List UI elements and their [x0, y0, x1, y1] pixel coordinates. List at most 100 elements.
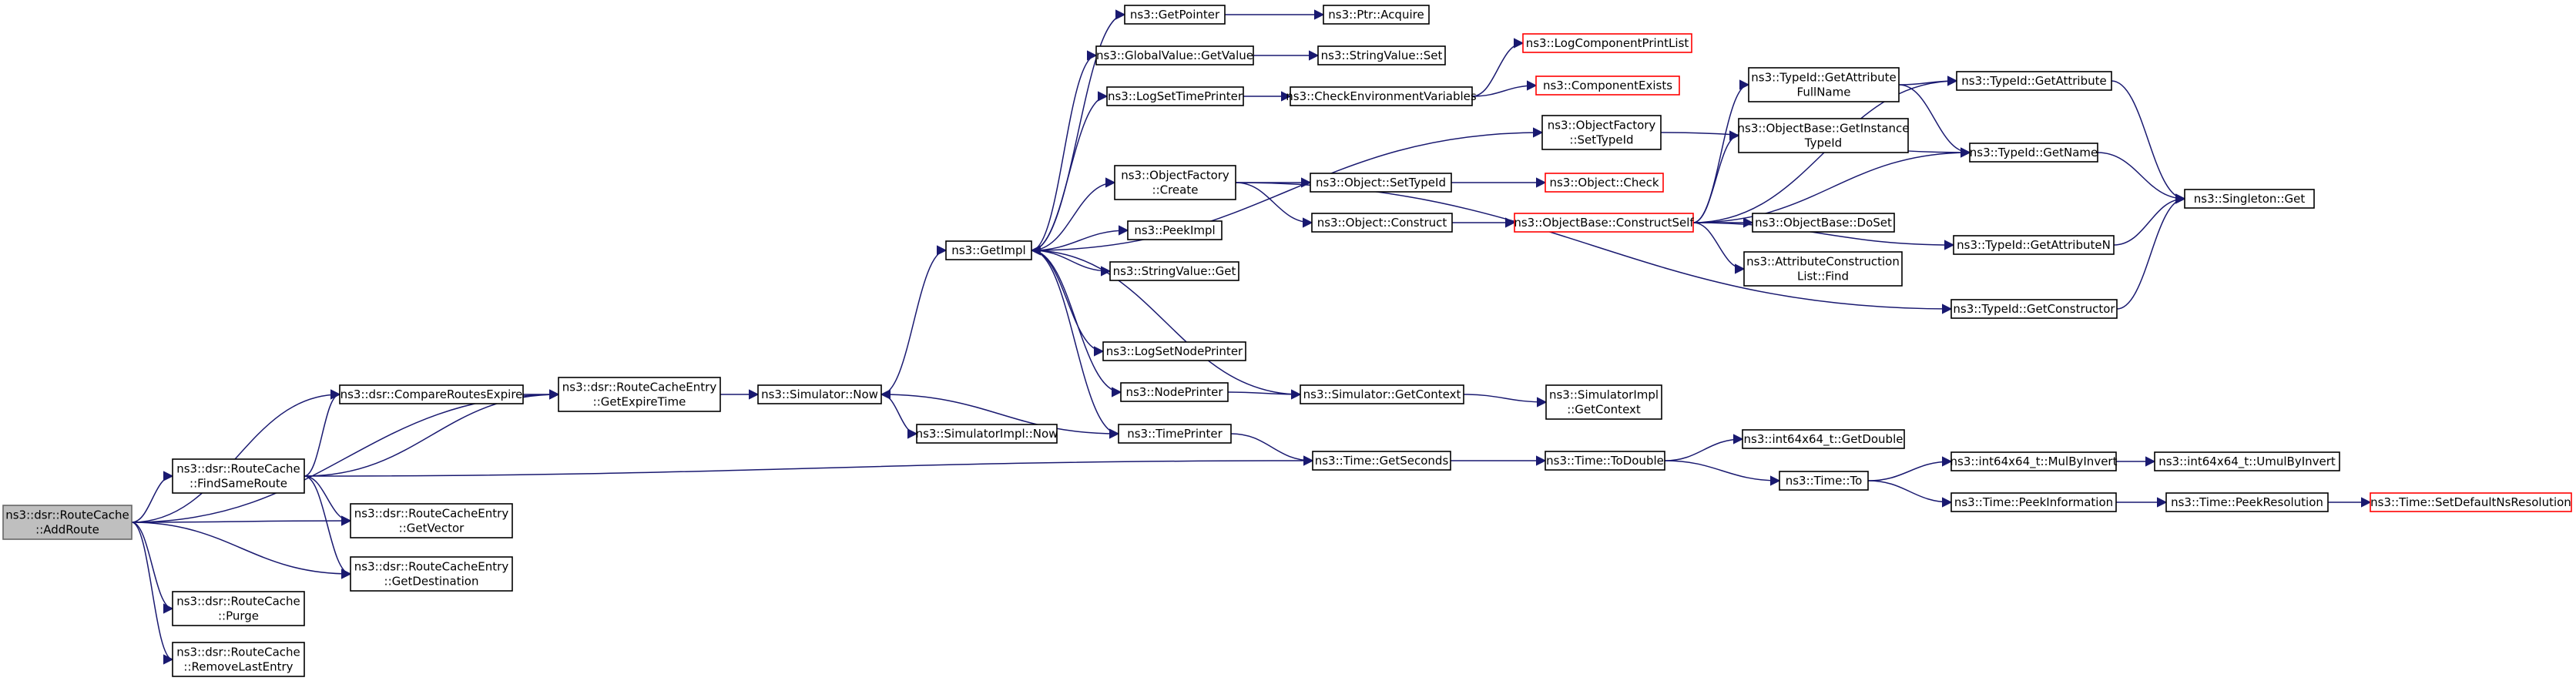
node-typegetattrn[interactable]: ns3::TypeId::GetAttributeN	[1953, 235, 2115, 255]
edge-timeto-to-peekinfo	[1867, 480, 1953, 508]
node-label: ns3::dsr::RouteCacheEntry	[562, 381, 717, 394]
edge-timeprinter-to-simnow	[880, 389, 1119, 434]
node-box	[172, 458, 305, 494]
edge-addroute-to-compare	[131, 389, 341, 523]
node-box	[1522, 33, 1692, 53]
node-peekinfo[interactable]: ns3::Time::PeekInformation	[1950, 492, 2117, 512]
node-label: ::GetExpireTime	[593, 395, 686, 409]
node-purge[interactable]: ns3::dsr::RouteCache::Purge	[172, 591, 305, 626]
node-label: ns3::TypeId::GetAttributeN	[1957, 238, 2111, 252]
node-objcheck[interactable]: ns3::Object::Check	[1545, 173, 1664, 193]
node-getexpire[interactable]: ns3::dsr::RouteCacheEntry::GetExpireTime	[558, 377, 721, 412]
node-logsetnode[interactable]: ns3::LogSetNodePrinter	[1102, 341, 1246, 361]
node-peekres[interactable]: ns3::Time::PeekResolution	[2165, 492, 2329, 512]
node-int64getdouble[interactable]: ns3::int64x64_t::GetDouble	[1742, 429, 1905, 449]
node-getdest[interactable]: ns3::dsr::RouteCacheEntry::GetDestinatio…	[350, 556, 513, 592]
node-box	[2, 505, 132, 540]
node-findsame[interactable]: ns3::dsr::RouteCache::FindSameRoute	[172, 458, 305, 494]
node-getvector[interactable]: ns3::dsr::RouteCacheEntry::GetVector	[350, 503, 513, 538]
node-removelast[interactable]: ns3::dsr::RouteCache::RemoveLastEntry	[172, 642, 305, 677]
node-timetodouble[interactable]: ns3::Time::ToDouble	[1545, 451, 1665, 471]
edge-getimpl-to-peekimpl	[1031, 225, 1129, 251]
node-mulbyinvert[interactable]: ns3::int64x64_t::MulByInvert	[1950, 451, 2118, 471]
node-label: ns3::TimePrinter	[1127, 427, 1223, 441]
node-label: ::GetDestination	[384, 575, 479, 589]
node-objconstruct[interactable]: ns3::Object::Construct	[1311, 213, 1453, 233]
node-label: List::Find	[1797, 270, 1849, 283]
node-timeto[interactable]: ns3::Time::To	[1779, 471, 1869, 491]
node-box	[339, 384, 524, 404]
edge-getimpl-to-globalvalue	[1031, 50, 1098, 251]
node-strvalset[interactable]: ns3::StringValue::Set	[1317, 45, 1446, 65]
node-simimplnow[interactable]: ns3::SimulatorImpl::Now	[916, 424, 1058, 444]
node-label: ns3::TypeId::GetAttribute	[1751, 71, 1896, 85]
node-doset[interactable]: ns3::ObjectBase::DoSet	[1752, 213, 1895, 233]
node-simgetcontext[interactable]: ns3::Simulator::GetContext	[1300, 384, 1464, 404]
node-box	[1311, 213, 1453, 233]
node-box	[1541, 115, 1662, 150]
node-compexists[interactable]: ns3::ComponentExists	[1535, 75, 1680, 96]
node-box	[1310, 173, 1452, 193]
node-typegetctor[interactable]: ns3::TypeId::GetConstructor	[1950, 299, 2118, 319]
node-timegetseconds[interactable]: ns3::Time::GetSeconds	[1312, 451, 1451, 471]
node-label: ::FindSameRoute	[190, 477, 287, 491]
node-label: ns3::StringValue::Get	[1113, 264, 1236, 278]
node-constructself[interactable]: ns3::ObjectBase::ConstructSelf	[1514, 213, 1694, 233]
node-label: ::GetVector	[399, 522, 465, 535]
node-label: ns3::Time::PeekResolution	[2171, 495, 2323, 509]
node-label: ns3::SimulatorImpl	[1549, 388, 1659, 402]
node-label: ns3::Ptr::Acquire	[1328, 8, 1424, 22]
node-objfactcreate[interactable]: ns3::ObjectFactory::Create	[1114, 165, 1236, 200]
node-singletonget[interactable]: ns3::Singleton::Get	[2184, 189, 2315, 209]
node-label: ns3::Time::PeekInformation	[1954, 495, 2113, 509]
node-label: ns3::Time::SetDefaultNsResolution	[2370, 495, 2571, 509]
node-box	[1969, 143, 2098, 163]
node-label: ns3::int64x64_t::UmulByInvert	[2158, 455, 2336, 469]
node-label: ::RemoveLastEntry	[183, 660, 293, 674]
node-simnow[interactable]: ns3::Simulator::Now	[757, 384, 882, 404]
node-typegetattr[interactable]: ns3::TypeId::GetAttribute	[1956, 71, 2112, 91]
node-compare[interactable]: ns3::dsr::CompareRoutesExpire	[339, 384, 524, 404]
node-label: ns3::dsr::CompareRoutesExpire	[340, 387, 523, 401]
node-box	[172, 591, 305, 626]
node-typegetname[interactable]: ns3::TypeId::GetName	[1969, 143, 2098, 163]
node-logcomplist[interactable]: ns3::LogComponentPrintList	[1522, 33, 1692, 53]
node-box	[1114, 165, 1236, 200]
edge-getimpl-to-objfactsettype	[1031, 127, 1544, 251]
node-globalvalue[interactable]: ns3::GlobalValue::GetValue	[1095, 45, 1254, 65]
node-timeprinter[interactable]: ns3::TimePrinter	[1118, 424, 1232, 444]
node-checkenv[interactable]: ns3::CheckEnvironmentVariables	[1286, 86, 1477, 106]
node-getimpl[interactable]: ns3::GetImpl	[945, 240, 1032, 260]
edge-addroute-to-getdest	[131, 522, 352, 579]
node-nodeprinter[interactable]: ns3::NodePrinter	[1120, 382, 1229, 402]
node-label: ns3::Simulator::GetContext	[1303, 387, 1461, 401]
node-simimplgetctx[interactable]: ns3::SimulatorImpl::GetContext	[1545, 384, 1662, 420]
node-box	[1535, 75, 1680, 96]
node-getpointer[interactable]: ns3::GetPointer	[1124, 5, 1226, 25]
node-box	[1779, 471, 1869, 491]
node-box	[1950, 492, 2117, 512]
node-box	[1950, 451, 2117, 471]
node-label: FullName	[1797, 86, 1851, 99]
node-objfactsettype[interactable]: ns3::ObjectFactory::SetTypeId	[1541, 115, 1662, 150]
node-label: ns3::dsr::RouteCache	[5, 508, 129, 522]
node-setdefaultres[interactable]: ns3::Time::SetDefaultNsResolution	[2370, 492, 2572, 512]
node-logsettime[interactable]: ns3::LogSetTimePrinter	[1106, 86, 1244, 106]
node-box	[172, 642, 305, 677]
node-box	[1127, 220, 1223, 240]
node-box	[945, 240, 1032, 260]
node-objsettype[interactable]: ns3::Object::SetTypeId	[1310, 173, 1452, 193]
node-peekimpl[interactable]: ns3::PeekImpl	[1127, 220, 1223, 240]
edge-objfactcreate-to-typegetctor	[1235, 182, 1953, 314]
node-umulbyinvert[interactable]: ns3::int64x64_t::UmulByInvert	[2154, 451, 2340, 471]
node-box	[2154, 451, 2340, 471]
node-ptracquire[interactable]: ns3::Ptr::Acquire	[1323, 5, 1430, 25]
node-strvalget[interactable]: ns3::StringValue::Get	[1109, 261, 1239, 281]
node-addroute[interactable]: ns3::dsr::RouteCache::AddRoute	[2, 505, 132, 540]
node-label: ::Purge	[218, 609, 259, 623]
node-box	[1323, 5, 1430, 25]
nodes-layer: ns3::dsr::RouteCache::AddRoutens3::dsr::…	[2, 5, 2572, 677]
